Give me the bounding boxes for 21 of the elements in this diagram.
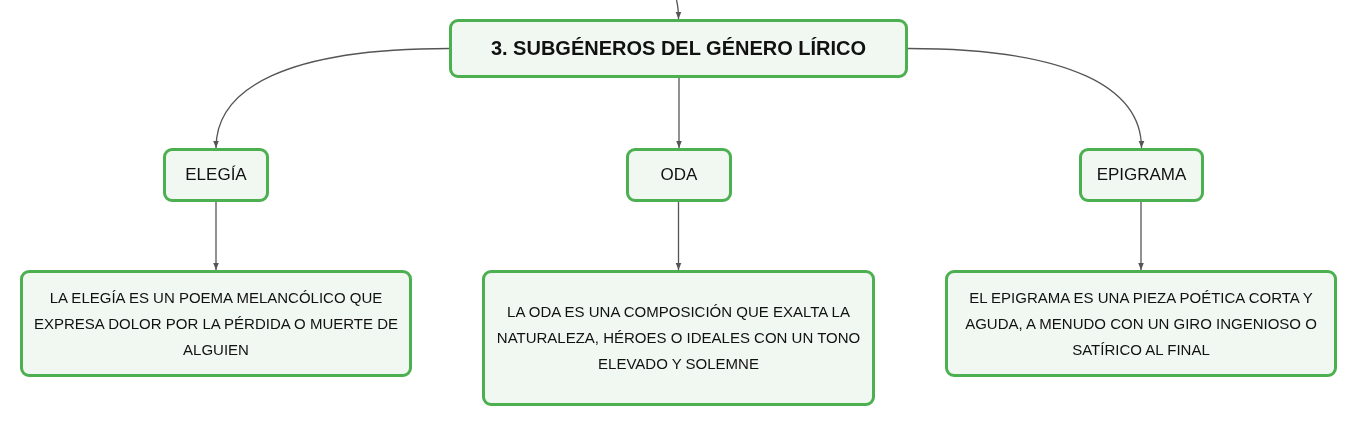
arrow bbox=[675, 0, 682, 20]
subtopic-label: ODA bbox=[660, 165, 698, 185]
topic-box bbox=[449, 19, 908, 78]
arrow bbox=[675, 201, 682, 271]
arrow bbox=[213, 201, 219, 271]
subtopic-box bbox=[163, 148, 269, 202]
subtopic-box bbox=[626, 148, 732, 202]
description-box bbox=[482, 270, 875, 406]
topic-title: 3. SUBGÉNEROS DEL GÉNERO LÍRICO bbox=[490, 37, 867, 60]
description-box bbox=[945, 270, 1337, 377]
arrow bbox=[213, 47, 450, 149]
description-text: EL EPIGRAMA ES UNA PIEZA POÉTICA CORTA Y AGUDA, A MENUDO CON UN GIRO INGENIOSO O SATÍRICO AL FINAL bbox=[964, 287, 1318, 360]
description-text: LA ODA ES UNA COMPOSICIÓN QUE EXALTA LA NATURALEZA, HÉROES O IDEALES CON UN TONO ELEVADO Y SOLEMNE bbox=[495, 302, 862, 374]
subtopic-label: EPIGRAMA bbox=[1096, 165, 1187, 185]
arrow bbox=[907, 47, 1144, 149]
description-box bbox=[20, 270, 412, 377]
arrow bbox=[1138, 201, 1144, 271]
arrow bbox=[676, 77, 682, 149]
subtopic-box bbox=[1079, 148, 1204, 202]
description-text: LA ELEGÍA ES UN POEMA MELANCÓLICO QUE EXPRESA DOLOR POR LA PÉRDIDA O MUERTE DE ALGUIEN bbox=[33, 287, 399, 360]
subtopic-label: ELEGÍA bbox=[185, 165, 247, 185]
